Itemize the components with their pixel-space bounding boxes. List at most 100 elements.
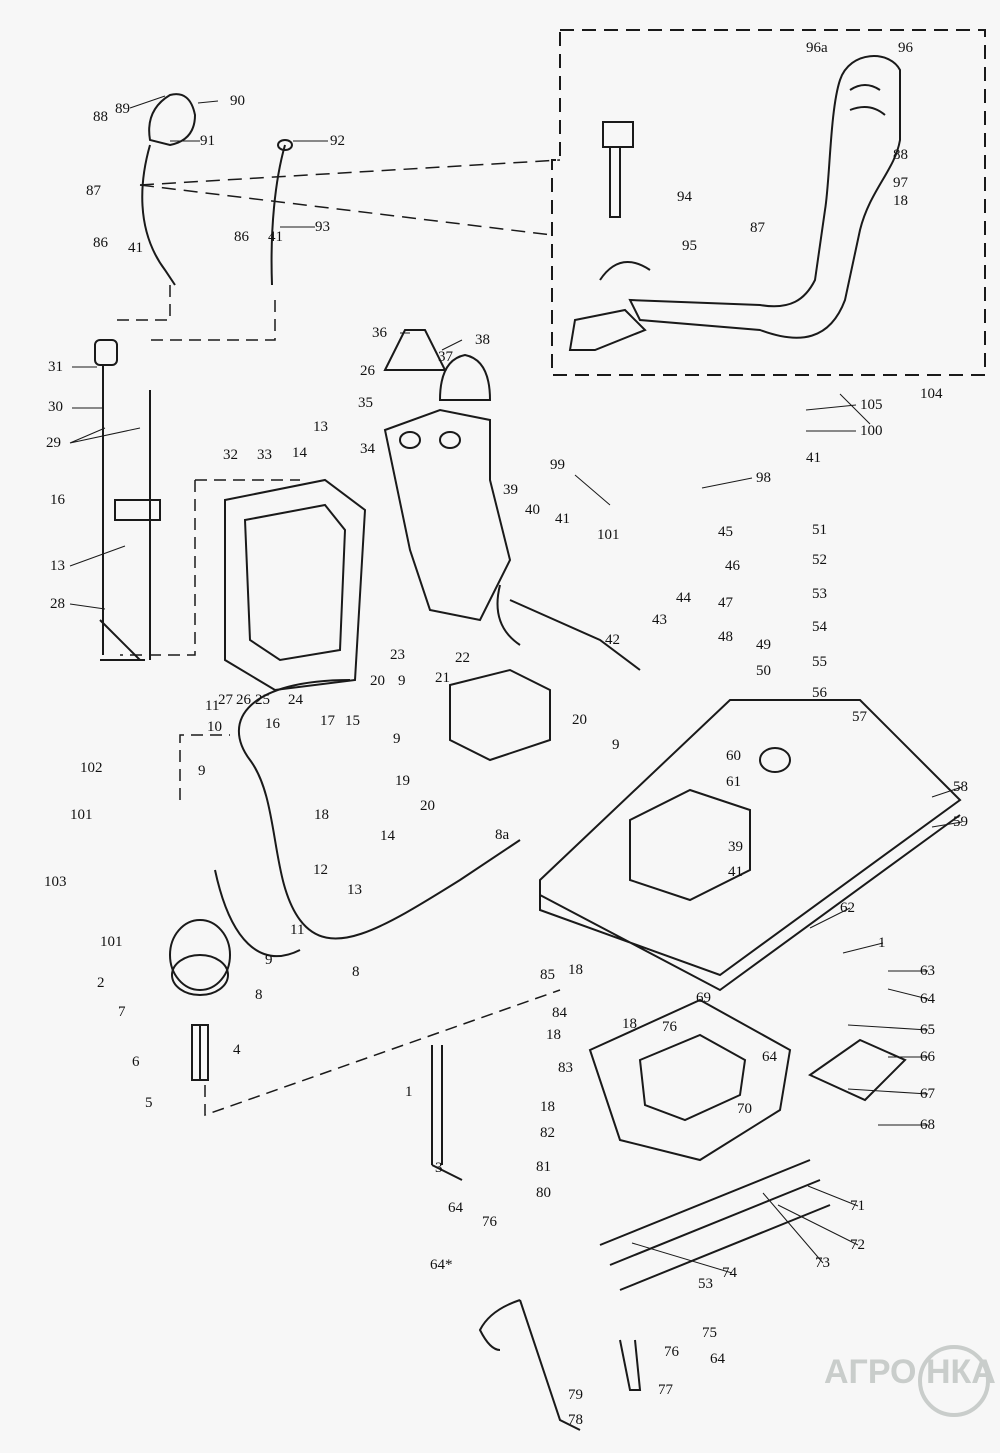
- part-number-label: 24: [288, 692, 303, 708]
- part-number-label: 105: [860, 397, 883, 413]
- part-number-label: 9: [265, 952, 273, 968]
- part-number-label: 32: [223, 447, 238, 463]
- part-number-label: 13: [347, 882, 362, 898]
- part-number-label: 104: [920, 386, 943, 402]
- part-number-label: 37: [438, 349, 453, 365]
- part-number-label: 12: [313, 862, 328, 878]
- part-number-label: 20: [420, 798, 435, 814]
- part-number-label: 63: [920, 963, 935, 979]
- part-number-label: 55: [812, 654, 827, 670]
- part-number-label: 75: [702, 1325, 717, 1341]
- watermark-text-left: АГРО: [824, 1353, 917, 1391]
- part-number-label: 96a: [806, 40, 828, 56]
- part-number-label: 41: [268, 229, 283, 245]
- part-number-label: 64*: [430, 1257, 453, 1273]
- part-number-label: 49: [756, 637, 771, 653]
- part-number-label: 100: [860, 423, 883, 439]
- part-number-label: 51: [812, 522, 827, 538]
- part-number-label: 10: [207, 719, 222, 735]
- part-number-label: 36: [372, 325, 387, 341]
- part-number-label: 40: [525, 502, 540, 518]
- part-number-label: 3: [435, 1160, 443, 1176]
- part-number-label: 88: [893, 147, 908, 163]
- hose-8b: [214, 869, 301, 957]
- inset-leader: [139, 184, 553, 236]
- part-number-label: 18: [622, 1016, 637, 1032]
- part-number-label: 46: [725, 558, 740, 574]
- part-number-label: 22: [455, 650, 470, 666]
- shaft-42: [496, 584, 641, 671]
- knob-88: [148, 93, 197, 147]
- part-36: [383, 329, 447, 371]
- part-number-label: 77: [658, 1382, 673, 1398]
- part-number-label: 8: [255, 987, 263, 1003]
- part-number-label: 61: [726, 774, 741, 790]
- part-number-label: 11: [290, 922, 305, 938]
- part-number-label: 28: [50, 596, 65, 612]
- part-number-label: 4: [233, 1042, 241, 1058]
- inset-leader: [139, 159, 561, 186]
- part-number-label: 16: [50, 492, 65, 508]
- part-number-label: 21: [435, 670, 450, 686]
- hose-8: [237, 679, 521, 940]
- part-number-label: 18: [314, 807, 329, 823]
- part-number-label: 39: [503, 482, 518, 498]
- dash-link: [120, 480, 196, 656]
- part-number-label: 87: [750, 220, 765, 236]
- gasket-32: [224, 478, 367, 692]
- leader-lines: [69, 95, 963, 1274]
- part-number-label: 85: [540, 967, 555, 983]
- part-number-label: 27: [218, 692, 233, 708]
- part-number-label: 94: [677, 189, 692, 205]
- part-number-label: 66: [920, 1049, 935, 1065]
- part-number-label: 73: [815, 1255, 830, 1271]
- knob-92: [277, 139, 293, 151]
- part-number-label: 98: [756, 470, 771, 486]
- inset-connector: [568, 121, 651, 351]
- part-number-label: 50: [756, 663, 771, 679]
- part-number-label: 76: [482, 1214, 497, 1230]
- rails-74: [599, 1159, 831, 1291]
- part-number-label: 47: [718, 595, 733, 611]
- part-number-label: 76: [664, 1344, 679, 1360]
- part-number-label: 56: [812, 685, 827, 701]
- lever-87: [141, 144, 176, 286]
- part-number-label: 78: [568, 1412, 583, 1428]
- part-number-label: 18: [893, 193, 908, 209]
- part-number-label: 86: [234, 229, 249, 245]
- part-number-label: 2: [97, 975, 105, 991]
- part-number-label: 41: [555, 511, 570, 527]
- part-number-label: 101: [597, 527, 620, 543]
- part-number-label: 88: [93, 109, 108, 125]
- part-number-label: 58: [953, 779, 968, 795]
- cover-detail: [629, 747, 792, 902]
- part-number-label: 99: [550, 457, 565, 473]
- cylinder-2: [169, 919, 231, 991]
- part-number-label: 8a: [495, 827, 510, 843]
- part-number-label: 41: [806, 450, 821, 466]
- part-number-label: 87: [86, 183, 101, 199]
- part-number-label: 7: [118, 1004, 126, 1020]
- pin-5: [191, 1024, 209, 1081]
- part-number-label: 29: [46, 435, 61, 451]
- fork-77: [619, 1339, 642, 1391]
- watermark-text-right: НКА: [926, 1353, 996, 1391]
- part-number-label: 34: [360, 441, 375, 457]
- part-number-label: 38: [475, 332, 490, 348]
- part-number-label: 71: [850, 1198, 865, 1214]
- part-number-label: 64: [762, 1049, 777, 1065]
- part-number-label: 59: [953, 814, 968, 830]
- part-number-label: 9: [198, 763, 206, 779]
- valve-block-21: [449, 668, 551, 762]
- part-number-label: 53: [698, 1276, 713, 1292]
- part-number-label: 48: [718, 629, 733, 645]
- part-number-label: 76: [662, 1019, 677, 1035]
- part-number-label: 91: [200, 133, 215, 149]
- rod-29: [99, 365, 161, 661]
- dash-link: [145, 300, 276, 341]
- part-number-label: 9: [612, 737, 620, 753]
- dash-link: [204, 989, 561, 1117]
- part-number-label: 96: [898, 40, 913, 56]
- part-number-label: 9: [398, 673, 406, 689]
